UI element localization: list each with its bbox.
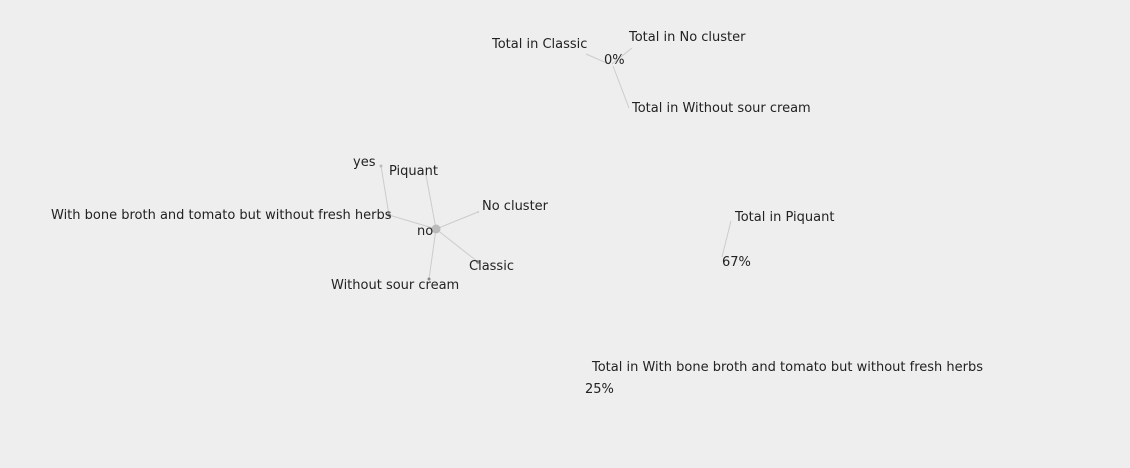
node-classic[interactable]: [476, 260, 480, 264]
total-piquant-label: Total in Piquant: [735, 210, 835, 225]
total-classic-label: Total in Classic: [492, 37, 588, 52]
total-no-cluster-label: Total in No cluster: [629, 30, 746, 45]
yes-label: yes: [353, 155, 376, 170]
node-yes[interactable]: [379, 164, 383, 168]
node-no-cluster[interactable]: [477, 211, 479, 213]
edge-yes-bone-broth: [380, 165, 390, 216]
edge-no-piquant: [425, 174, 437, 230]
total-bone-broth-label: Total in With bone broth and tomato but …: [592, 360, 983, 375]
node-bone-broth[interactable]: [387, 213, 391, 217]
edge-no-no-cluster: [435, 211, 479, 230]
edge-no-classic: [435, 228, 479, 263]
edge-total-no-cluster: [611, 47, 633, 65]
total-bone-broth-value: 25%: [585, 382, 614, 397]
without-sour-cream-label: Without sour cream: [331, 278, 460, 293]
edge-no-without-sour-cream: [428, 228, 437, 280]
total-piquant-value: 67%: [722, 255, 751, 270]
edge-no-bone-broth: [388, 214, 437, 230]
node-without-sour-cream[interactable]: [427, 277, 431, 281]
no-cluster-label: No cluster: [482, 199, 549, 214]
piquant-label: Piquant: [389, 164, 438, 179]
node-piquant[interactable]: [425, 174, 427, 176]
hub-node[interactable]: [431, 224, 441, 234]
edge-total-classic: [585, 53, 610, 65]
edge-total-piquant: [721, 220, 732, 258]
total-top-value: 0%: [604, 53, 625, 68]
hub-label: no: [417, 224, 434, 239]
classic-label: Classic: [469, 259, 514, 274]
total-without-sour-cream-label: Total in Without sour cream: [632, 101, 811, 116]
edge-total-without-sour-cream: [612, 65, 630, 109]
bone-broth-label: With bone broth and tomato but without f…: [51, 208, 392, 223]
